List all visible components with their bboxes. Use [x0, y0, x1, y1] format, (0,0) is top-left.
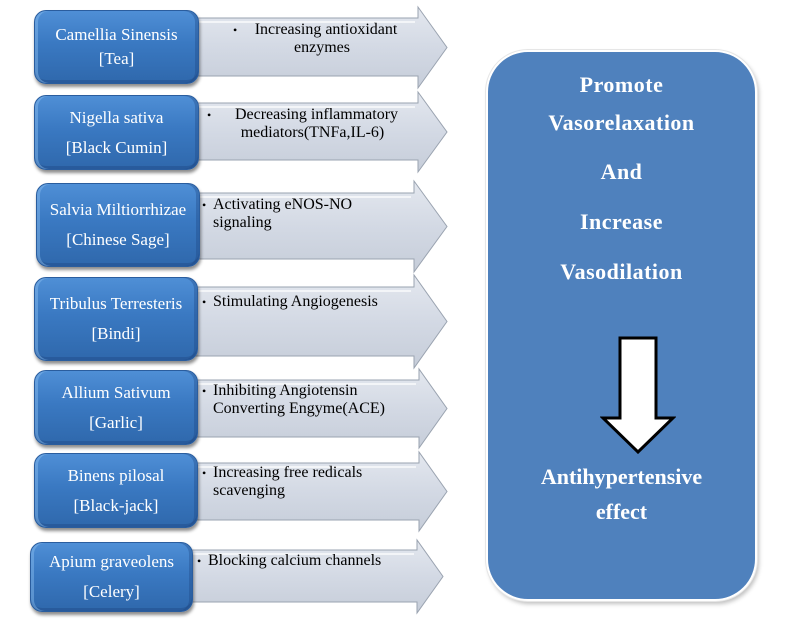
effect-text: • Blocking calcium channels: [197, 552, 428, 570]
effect-line: Increasing antioxidant: [254, 21, 398, 38]
outcome-result-line-1: Antihypertensive: [540, 464, 703, 489]
outcome-result-line-2: effect: [595, 499, 648, 524]
bullet-icon: •: [233, 23, 238, 37]
effect-line: signaling: [213, 214, 272, 231]
effect-line: Inhibiting Angiotensin: [213, 382, 358, 399]
effect-arrow-shape: [187, 273, 448, 370]
herb-common-name: [Tea]: [98, 49, 135, 68]
outcome-panel: Promote Vasorelaxation And Increase Vaso…: [486, 50, 757, 601]
bullet-icon: •: [202, 295, 207, 309]
outcome-line-vasorelaxation: Vasorelaxation: [548, 110, 695, 135]
herb-name: Salvia Miltiorrhizae: [49, 200, 187, 219]
herb-common-name: [Celery]: [83, 582, 140, 601]
effect-arrow: [182, 538, 444, 615]
effect-arrow-shape: [189, 179, 448, 274]
herb-common-name: [Garlic]: [89, 412, 143, 432]
herb-common-name: [Black Cumin]: [65, 137, 168, 157]
effect-line: Converting Engyme(ACE): [213, 400, 385, 417]
effect-line: scavenging: [213, 482, 285, 499]
bullet-icon: •: [207, 108, 212, 122]
herb-name: Allium Sativum: [61, 382, 171, 402]
herb-name: Camellia Sinensis: [55, 25, 178, 44]
herb-box: Binens pilosal [Black-jack]: [34, 453, 198, 528]
bullet-icon: •: [202, 384, 207, 398]
herb-box: Apium graveolens [Celery]: [30, 542, 193, 612]
effect-line: Increasing free redicals: [213, 464, 363, 481]
herb-name: Nigella sativa: [69, 107, 164, 127]
herb-box: Camellia Sinensis [Tea]: [34, 10, 199, 84]
effect-line: mediators(TNFa,IL-6): [240, 124, 385, 141]
effect-arrow-shape: [188, 5, 448, 90]
effect-line: enzymes: [294, 39, 350, 56]
outcome-line-promote: Promote: [579, 72, 664, 97]
herb-box: Allium Sativum [Garlic]: [34, 370, 198, 445]
outcome-line-increase: Increase: [579, 209, 664, 234]
outcome-line-and: And: [600, 159, 643, 184]
herb-box: Nigella sativa [Black Cumin]: [34, 95, 199, 170]
herb-box: Salvia Miltiorrhizae [Chinese Sage]: [36, 183, 200, 267]
effect-line: Blocking calcium channels: [208, 552, 382, 569]
effect-arrow-shape: [187, 450, 448, 533]
bullet-icon: •: [202, 466, 207, 480]
herb-name: Apium graveolens: [48, 552, 175, 571]
bullet-icon: •: [202, 198, 207, 212]
effect-arrow-shape: [182, 538, 444, 615]
herb-common-name: [Bindi]: [91, 324, 141, 343]
effect-line: Decreasing inflammatory: [234, 106, 399, 123]
herb-common-name: [Chinese Sage]: [66, 230, 170, 249]
herb-name: Binens pilosal: [67, 465, 165, 485]
herb-common-name: [Black-jack]: [73, 495, 159, 515]
effect-line: Activating eNOS-NO: [213, 196, 353, 213]
effect-arrow-shape: [187, 367, 448, 450]
down-arrow-icon: [600, 336, 676, 454]
bullet-icon: •: [197, 554, 202, 568]
herb-name: Tribulus Terresteris: [49, 294, 183, 313]
effect-line: Stimulating Angiogenesis: [213, 293, 378, 310]
effect-arrow-shape: [188, 90, 448, 174]
herb-box: Tribulus Terresteris [Bindi]: [34, 277, 198, 361]
outcome-line-vasodilation: Vasodilation: [560, 259, 683, 284]
effect-text: • Stimulating Angiogenesis: [202, 293, 433, 311]
